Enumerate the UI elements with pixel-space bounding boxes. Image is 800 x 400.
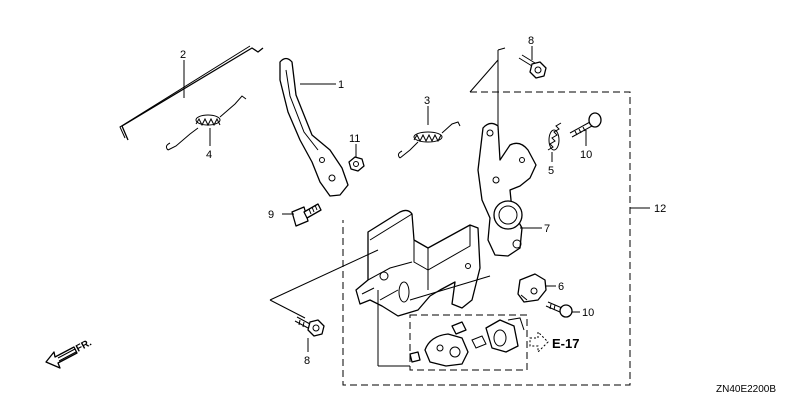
callout-8-top: 8 <box>528 35 534 47</box>
callout-9: 9 <box>268 209 274 221</box>
callout-1: 1 <box>338 79 344 91</box>
bolt-part-9 <box>291 203 322 227</box>
front-direction-arrow: FR. <box>45 337 94 369</box>
callout-5: 5 <box>548 165 554 177</box>
leader-lines <box>183 46 587 352</box>
spring-part-3 <box>397 121 461 159</box>
callout-10-bottom: 10 <box>582 307 594 319</box>
bolt-part-10-top <box>569 112 602 138</box>
bolt-part-8-top <box>518 54 547 79</box>
sub-assembly-parts <box>409 317 525 367</box>
callout-3: 3 <box>424 95 430 107</box>
callout-8-bottom: 8 <box>304 355 310 367</box>
lever-part-1 <box>279 57 349 197</box>
mounting-bracket <box>355 209 481 317</box>
nut-part-11 <box>348 156 365 172</box>
control-rod-part-2 <box>119 45 264 141</box>
bracket-plate-part-7 <box>477 122 537 257</box>
callout-4: 4 <box>206 149 212 161</box>
spring-part-5 <box>547 122 562 151</box>
reference-label: E-17 <box>552 336 579 351</box>
diagram-code: ZN40E2200B <box>716 384 776 395</box>
callout-7: 7 <box>544 223 550 235</box>
callout-2: 2 <box>180 49 186 61</box>
spring-part-4 <box>165 95 247 151</box>
assembly-bracket-12 <box>342 91 650 386</box>
callout-10-top: 10 <box>580 149 592 161</box>
bolt-part-8-bottom <box>294 316 325 337</box>
connector-lines <box>269 47 506 367</box>
callout-12: 12 <box>654 203 666 215</box>
clip-part-6 <box>517 273 547 303</box>
bolt-part-10-bottom <box>545 301 573 318</box>
callout-6: 6 <box>558 281 564 293</box>
reference-arrow: E-17 <box>529 330 579 354</box>
direction-label: FR. <box>74 337 94 354</box>
callout-11: 11 <box>349 133 360 145</box>
sub-assembly-box <box>409 314 528 371</box>
